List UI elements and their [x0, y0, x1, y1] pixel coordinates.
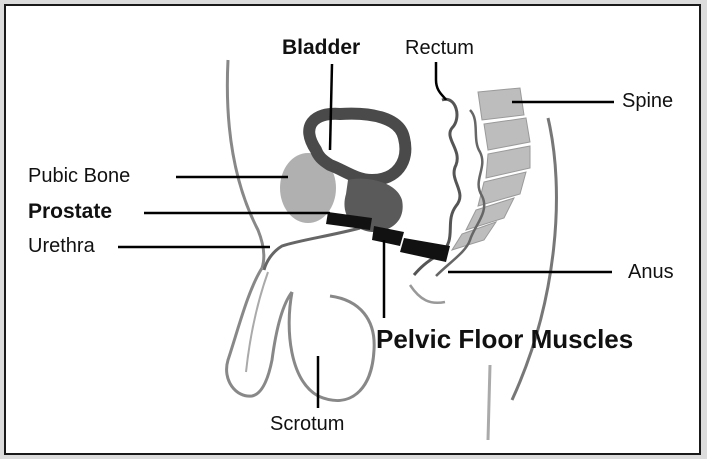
penis-inner: [246, 272, 268, 372]
thigh-outline: [488, 365, 490, 440]
urethra-tube: [264, 228, 360, 270]
label-rectum: Rectum: [405, 38, 474, 58]
scrotum-outline: [289, 292, 374, 400]
label-spine: Spine: [622, 91, 673, 111]
label-pelvic-floor-muscles: Pelvic Floor Muscles: [376, 326, 633, 352]
perineum-outline: [410, 285, 445, 303]
label-bladder: Bladder: [282, 37, 360, 58]
spine-vertebrae: [452, 88, 530, 250]
abdomen-outline: [227, 60, 263, 268]
penis-outline: [227, 268, 292, 396]
label-scrotum: Scrotum: [270, 414, 344, 434]
label-pubic-bone: Pubic Bone: [28, 166, 130, 186]
label-anus: Anus: [628, 262, 674, 282]
label-prostate: Prostate: [28, 201, 112, 222]
label-urethra: Urethra: [28, 236, 95, 256]
